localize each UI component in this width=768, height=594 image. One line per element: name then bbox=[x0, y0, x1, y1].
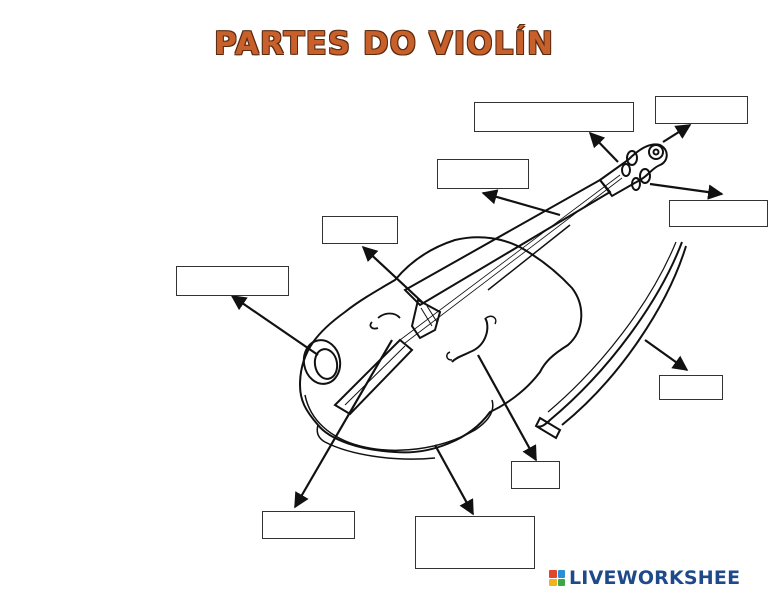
answer-box-pegs[interactable] bbox=[669, 200, 768, 227]
answer-box-body[interactable] bbox=[415, 516, 535, 569]
answer-box-f-hole[interactable] bbox=[511, 461, 560, 489]
bridge bbox=[410, 298, 442, 340]
logo-icon bbox=[549, 570, 565, 586]
chinrest bbox=[302, 339, 342, 385]
answer-box-scroll-top[interactable] bbox=[474, 102, 634, 132]
tailpiece bbox=[333, 338, 414, 416]
violin-body bbox=[299, 236, 583, 460]
brand-text: LIVEWORKSHEE bbox=[569, 567, 741, 589]
answer-box-bow[interactable] bbox=[659, 375, 723, 400]
worksheet-title: PARTES DO VIOLÍN bbox=[0, 26, 768, 62]
worksheet-title-text: PARTES DO VIOLÍN bbox=[214, 26, 554, 62]
scroll bbox=[598, 143, 668, 198]
answer-box-tailpiece[interactable] bbox=[262, 511, 355, 539]
bow bbox=[534, 241, 687, 440]
pointer-arrows bbox=[230, 124, 724, 516]
answer-box-scroll[interactable] bbox=[655, 96, 748, 124]
liveworksheets-logo: LIVEWORKSHEE bbox=[549, 566, 740, 590]
answer-box-chinrest[interactable] bbox=[176, 266, 289, 296]
answer-box-neck[interactable] bbox=[437, 159, 529, 189]
answer-box-bridge[interactable] bbox=[322, 216, 398, 244]
